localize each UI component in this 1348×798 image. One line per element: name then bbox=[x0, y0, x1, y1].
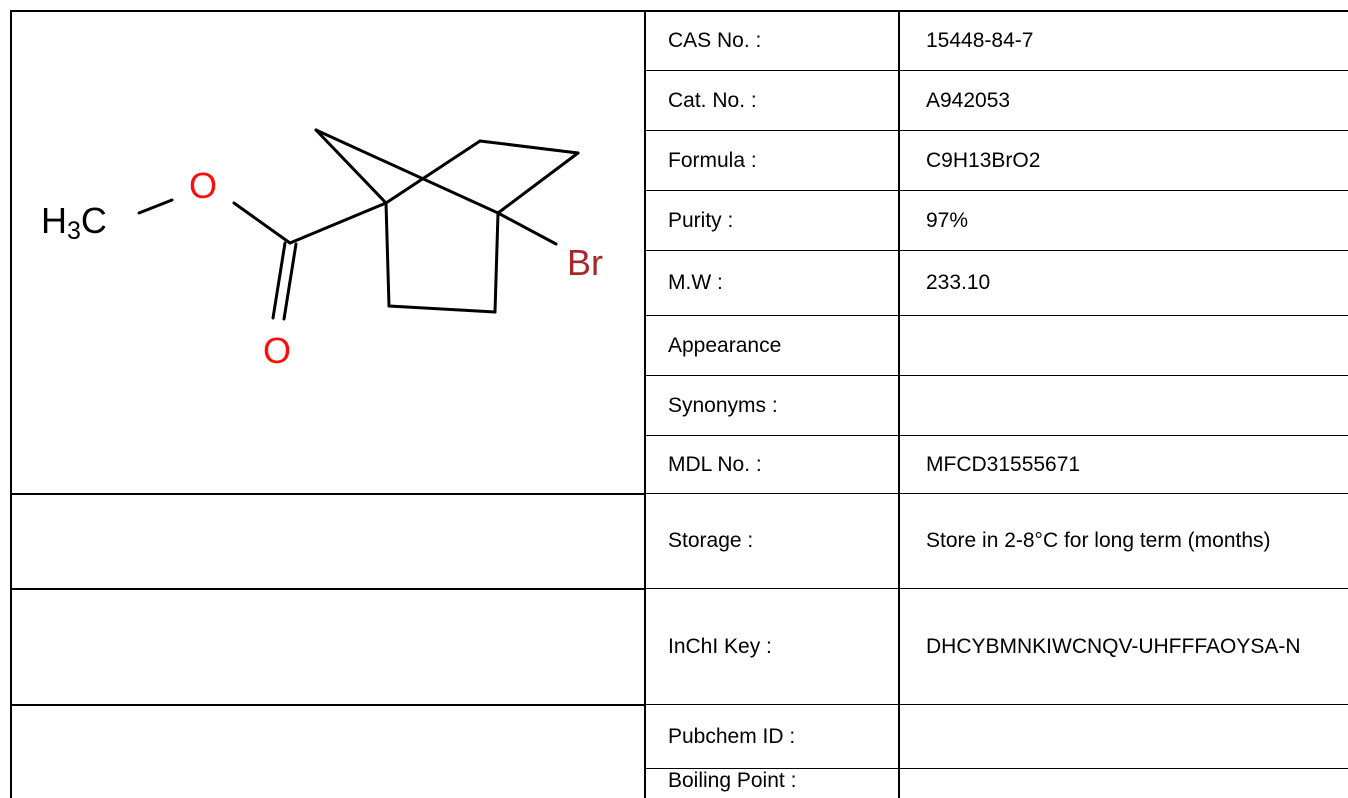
bond-oxygen-carbonyl bbox=[232, 201, 292, 245]
bond-ring-upper-right bbox=[496, 151, 580, 215]
bond-bridge-bridgehead bbox=[314, 128, 500, 215]
label-synonyms: Synonyms : bbox=[668, 393, 778, 417]
bond-bridgehead-ring-upper bbox=[384, 139, 482, 205]
label-purity: Purity : bbox=[668, 208, 734, 232]
value-inchi-key: DHCYBMNKIWCNQV-UHFFFAOYSA-N bbox=[926, 634, 1301, 658]
bond-carbonyl-bridgehead bbox=[288, 201, 388, 245]
label-mdl-no: MDL No. : bbox=[668, 452, 762, 476]
structure-bottom-border bbox=[10, 493, 644, 495]
label-pubchem-id: Pubchem ID : bbox=[668, 724, 796, 748]
left-row-divider bbox=[10, 588, 644, 590]
row-divider bbox=[646, 493, 1348, 494]
table-left-border bbox=[10, 10, 12, 798]
chemical-structure: H3C O O Br bbox=[41, 128, 603, 371]
atom-ester-oxygen: O bbox=[189, 165, 217, 206]
value-synonyms bbox=[926, 376, 1340, 435]
value-formula: C9H13BrO2 bbox=[926, 148, 1041, 172]
label-column-divider bbox=[898, 10, 900, 798]
row-divider bbox=[646, 250, 1348, 251]
row-divider bbox=[646, 190, 1348, 191]
row-divider bbox=[646, 315, 1348, 316]
bond-bridgehead-ring-lower bbox=[384, 201, 391, 308]
label-cat-no: Cat. No. : bbox=[668, 88, 757, 112]
row-divider bbox=[646, 768, 1348, 769]
label-cas-no: CAS No. : bbox=[668, 29, 762, 52]
row-divider bbox=[646, 588, 1348, 589]
bond-ring-lower-bottom bbox=[387, 304, 497, 314]
value-pubchem-id bbox=[926, 705, 1340, 768]
table-top-border bbox=[10, 10, 1348, 12]
row-divider bbox=[646, 375, 1348, 376]
bond-bridgehead-bridge bbox=[314, 128, 388, 205]
label-appearance: Appearance bbox=[668, 333, 782, 357]
label-inchi-key: InChI Key : bbox=[668, 634, 772, 658]
atom-carbonyl-oxygen: O bbox=[263, 330, 291, 371]
atom-methyl: H3C bbox=[41, 200, 107, 245]
value-molecular-weight: 233.10 bbox=[926, 271, 991, 294]
value-cas-no: 15448-84-7 bbox=[926, 29, 1034, 52]
value-storage: Store in 2-8°C for long term (months) bbox=[926, 529, 1271, 552]
label-storage: Storage : bbox=[668, 529, 754, 552]
bond-carbonyl-double-b bbox=[282, 242, 298, 321]
bond-bromine bbox=[496, 211, 558, 246]
label-molecular-weight: M.W : bbox=[668, 271, 723, 294]
atom-bromine: Br bbox=[567, 242, 603, 283]
bond-ring-upper-top bbox=[478, 139, 580, 155]
row-divider bbox=[646, 435, 1348, 436]
value-cat-no: A942053 bbox=[926, 88, 1011, 112]
bond-ring-lower-right bbox=[493, 211, 500, 314]
row-divider bbox=[646, 704, 1348, 705]
bond-methyl-oxygen bbox=[137, 198, 174, 215]
row-divider bbox=[646, 70, 1348, 71]
row-divider bbox=[646, 130, 1348, 131]
value-purity: 97% bbox=[926, 208, 969, 232]
structure-column-divider bbox=[644, 10, 646, 798]
value-boiling-point bbox=[926, 769, 1340, 798]
label-formula: Formula : bbox=[668, 148, 757, 172]
value-appearance bbox=[926, 316, 1340, 375]
label-boiling-point: Boiling Point : bbox=[668, 769, 797, 792]
left-row-divider bbox=[10, 704, 644, 706]
value-mdl-no: MFCD31555671 bbox=[926, 452, 1081, 476]
bond-carbonyl-double-a bbox=[271, 241, 287, 320]
